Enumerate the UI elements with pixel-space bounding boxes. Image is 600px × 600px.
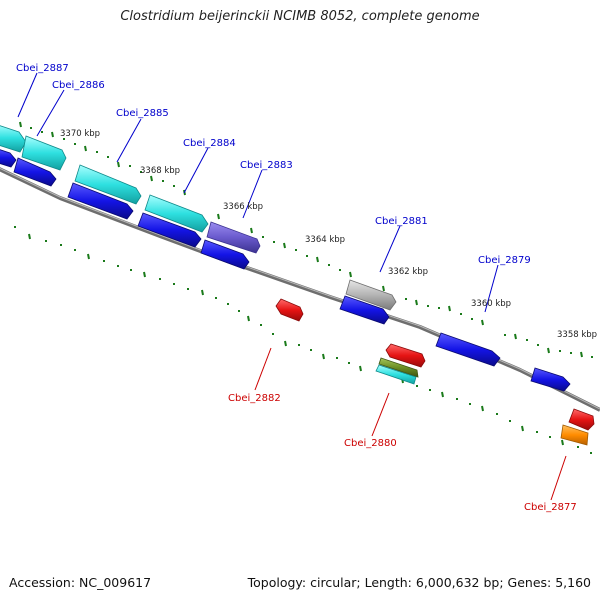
gene-cbei-2887[interactable]: [0, 124, 27, 153]
forward-gene-labels: Cbei_2887 Cbei_2886 Cbei_2885 Cbei_2884 …: [16, 63, 531, 266]
scale-label-3362: 3362 kbp: [388, 267, 428, 277]
label-cbei-2877[interactable]: Cbei_2877: [524, 502, 577, 513]
gene-cbei-2877[interactable]: [560, 424, 589, 446]
gene-cbei-2881[interactable]: [345, 279, 397, 311]
accession-text: Accession: NC_009617: [9, 575, 152, 590]
outer-tick-row: [19, 121, 583, 358]
scale-label-3360: 3360 kbp: [471, 299, 511, 309]
gene-cbei-2882[interactable]: [275, 298, 304, 322]
genome-summary-text: Topology: circular; Length: 6,000,632 bp…: [247, 575, 591, 590]
scale-labels: 3370 kbp 3368 kbp 3366 kbp 3364 kbp 3362…: [60, 129, 597, 340]
red-gene-2[interactable]: [385, 343, 426, 368]
label-cbei-2880[interactable]: Cbei_2880: [344, 438, 397, 449]
scale-label-3368: 3368 kbp: [140, 166, 180, 176]
outer-tick-dots: [30, 127, 593, 358]
label-cbei-2884[interactable]: Cbei_2884: [183, 138, 236, 149]
blue-gene-5[interactable]: [200, 239, 250, 270]
label-cbei-2881[interactable]: Cbei_2881: [375, 216, 428, 227]
gene-cbei-2885[interactable]: [74, 164, 142, 205]
gene-cbei-2884[interactable]: [144, 194, 209, 233]
gene-cbei-2886[interactable]: [21, 135, 67, 171]
blue-gene-3[interactable]: [67, 182, 134, 220]
genome-backbone: [0, 167, 600, 412]
blue-gene-2[interactable]: [13, 157, 57, 187]
blue-gene-1[interactable]: [0, 148, 17, 168]
blue-gene-4[interactable]: [137, 212, 202, 248]
red-gene-3[interactable]: [568, 408, 595, 431]
label-cbei-2879[interactable]: Cbei_2879: [478, 255, 531, 266]
label-cbei-2885[interactable]: Cbei_2885: [116, 108, 169, 119]
inner-tick-dots: [14, 226, 592, 454]
label-cbei-2883[interactable]: Cbei_2883: [240, 160, 293, 171]
scale-label-3366: 3366 kbp: [223, 202, 263, 212]
blue-gene-7[interactable]: [435, 332, 501, 367]
gene-cbei-2880[interactable]: [375, 357, 419, 385]
blue-gene-6[interactable]: [339, 295, 390, 325]
label-cbei-2886[interactable]: Cbei_2886: [52, 80, 105, 91]
scale-label-3370: 3370 kbp: [60, 129, 100, 139]
map-title: Clostridium beijerinckii NCIMB 8052, com…: [120, 9, 480, 24]
inner-tick-row: [28, 233, 564, 446]
label-leaders: [17, 72, 567, 501]
reverse-gene-labels: Cbei_2882 Cbei_2880 Cbei_2877: [228, 393, 577, 513]
scale-label-3364: 3364 kbp: [305, 235, 345, 245]
label-cbei-2887[interactable]: Cbei_2887: [16, 63, 69, 74]
label-cbei-2882[interactable]: Cbei_2882: [228, 393, 281, 404]
scale-label-3358: 3358 kbp: [557, 330, 597, 340]
blue-gene-8[interactable]: [530, 367, 571, 392]
gene-cbei-2883[interactable]: [206, 221, 261, 254]
